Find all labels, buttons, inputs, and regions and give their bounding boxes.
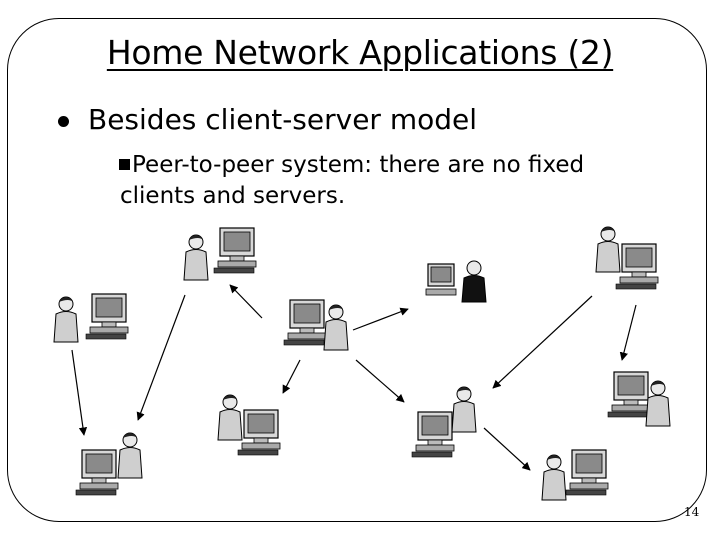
computer-icon [237,409,281,456]
peer-node-left [53,293,129,343]
bullet-peer-line1: Peer-to-peer system: there are no fixed [132,152,585,178]
person-icon [217,394,243,441]
peer-node-top-mid [425,260,487,303]
bullet-besides-text: Besides client-server model [88,103,478,136]
arrows [71,284,637,471]
slide-title: Home Network Applications (2) [106,33,614,72]
arrow-icon [71,349,88,436]
peer-node-bottom-right [541,449,609,501]
computer-icon [213,227,257,274]
peer-node-top-right [595,226,659,290]
person-icon [595,226,621,273]
computer-icon [283,299,327,346]
computer-icon [75,449,119,496]
person-icon [183,234,209,281]
computer-icon [615,243,659,290]
computer-icon [607,371,651,418]
person-icon [645,380,671,427]
computer-icon [85,293,129,340]
peer-node-top-left [183,227,257,281]
arrow-icon [136,294,186,421]
peer-node-mid-left [217,394,281,456]
peer-node-right [607,371,671,427]
peer-node-bottom-left [75,432,143,496]
computer-icon [565,449,609,496]
arrow-icon [483,427,531,471]
arrow-icon [355,359,405,403]
computer-icon [411,411,455,458]
person-icon [541,454,567,501]
person-icon [117,432,143,479]
peer-node-bottom-center [411,386,477,458]
arrow-icon [492,295,593,389]
arrow-icon [352,307,409,331]
bullet-peer-line2: clients and servers. [120,183,346,209]
page-number: 14 [684,505,700,519]
arrow-icon [619,304,637,361]
person-icon [53,296,79,343]
arrow-icon [229,284,263,319]
bullet-dot-icon [58,116,69,127]
arrow-icon [282,359,301,394]
slide-frame [7,18,707,522]
peer-node-center [283,299,349,351]
person-icon [451,386,477,433]
person-icon [323,304,349,351]
bullet-square-icon [117,157,130,170]
